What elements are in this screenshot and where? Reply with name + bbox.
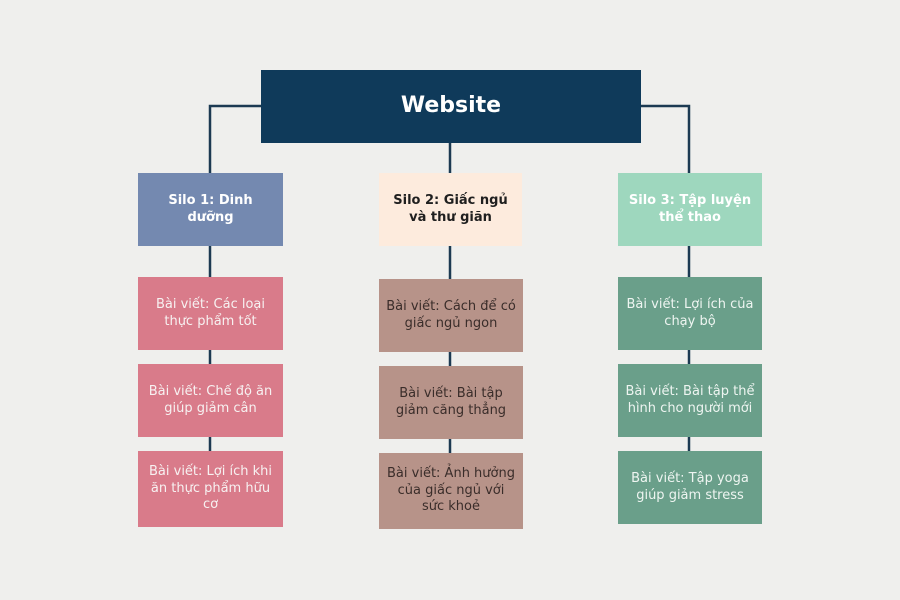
silo-node-1: Silo 1: Dinh dưỡng xyxy=(138,173,283,246)
article-node-3-3: Bài viết: Tập yoga giúp giảm stress xyxy=(618,451,762,524)
article-node-2-2: Bài viết: Bài tập giảm căng thẳng xyxy=(379,366,523,439)
article-node-1-1: Bài viết: Các loại thực phẩm tốt xyxy=(138,277,283,350)
article-node-2-1: Bài viết: Cách để có giấc ngủ ngon xyxy=(379,279,523,352)
connector-root-silo-3 xyxy=(641,104,691,173)
article-node-1-2: Bài viết: Chế độ ăn giúp giảm cân xyxy=(138,364,283,437)
silo-node-2: Silo 2: Giấc ngủ và thư giãn xyxy=(379,173,522,246)
article-node-3-1: Bài viết: Lợi ích của chạy bộ xyxy=(618,277,762,350)
article-node-3-2: Bài viết: Bài tập thể hình cho người mới xyxy=(618,364,762,437)
root-node-website: Website xyxy=(261,70,641,143)
connector-root-silo-1 xyxy=(208,104,261,173)
article-node-1-3: Bài viết: Lợi ích khi ăn thực phẩm hữu c… xyxy=(138,451,283,527)
article-node-2-3: Bài viết: Ảnh hưởng của giấc ngủ với sức… xyxy=(379,453,523,529)
silo-node-3: Silo 3: Tập luyện thể thao xyxy=(618,173,762,246)
